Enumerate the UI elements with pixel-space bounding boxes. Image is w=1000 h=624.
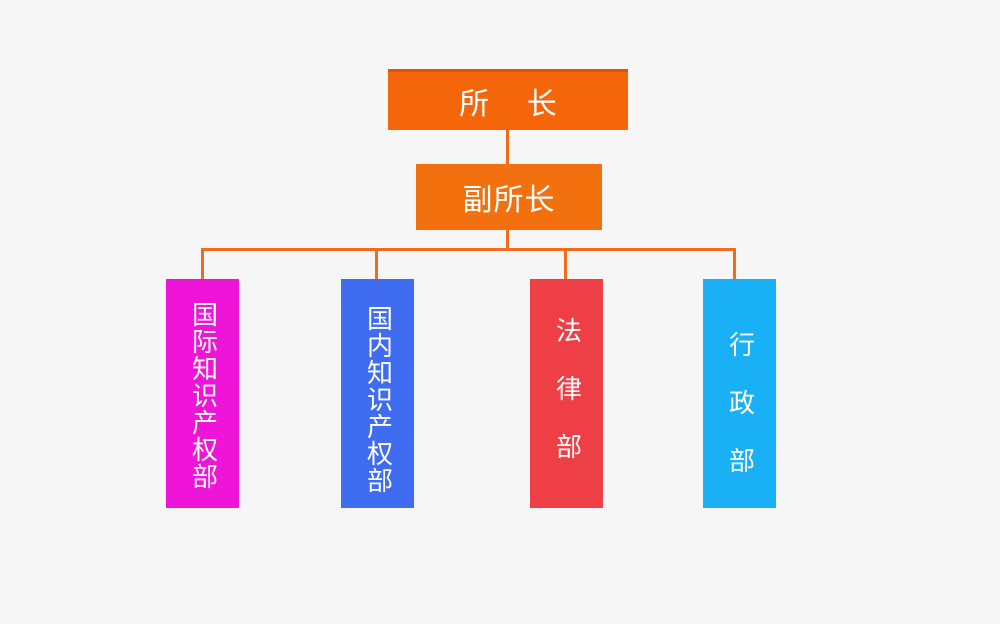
- deputy-director-node: 副所长: [416, 164, 602, 230]
- deputy-director-label: 副所长: [462, 183, 556, 218]
- dept-administration-label: 行政部: [724, 331, 755, 505]
- connector-to-domestic-ip: [375, 248, 378, 279]
- connector-director-deputy: [506, 130, 509, 164]
- dept-domestic-ip-label: 国内知识产权部: [362, 305, 393, 494]
- dept-legal-label: 法律部: [551, 317, 582, 491]
- director-node: 所 长: [388, 69, 628, 130]
- dept-domestic-ip: 国内知识产权部: [341, 279, 414, 508]
- connector-deputy-bus: [506, 230, 509, 250]
- connector-to-legal: [564, 248, 567, 279]
- connector-bus: [201, 248, 736, 251]
- director-label: 所 长: [459, 87, 571, 122]
- connector-to-intl-ip: [201, 248, 204, 279]
- connector-to-admin: [733, 248, 736, 279]
- dept-international-ip-label: 国际知识产权部: [187, 301, 218, 490]
- dept-legal: 法律部: [530, 279, 603, 508]
- dept-international-ip: 国际知识产权部: [166, 279, 239, 508]
- dept-administration: 行政部: [703, 279, 776, 508]
